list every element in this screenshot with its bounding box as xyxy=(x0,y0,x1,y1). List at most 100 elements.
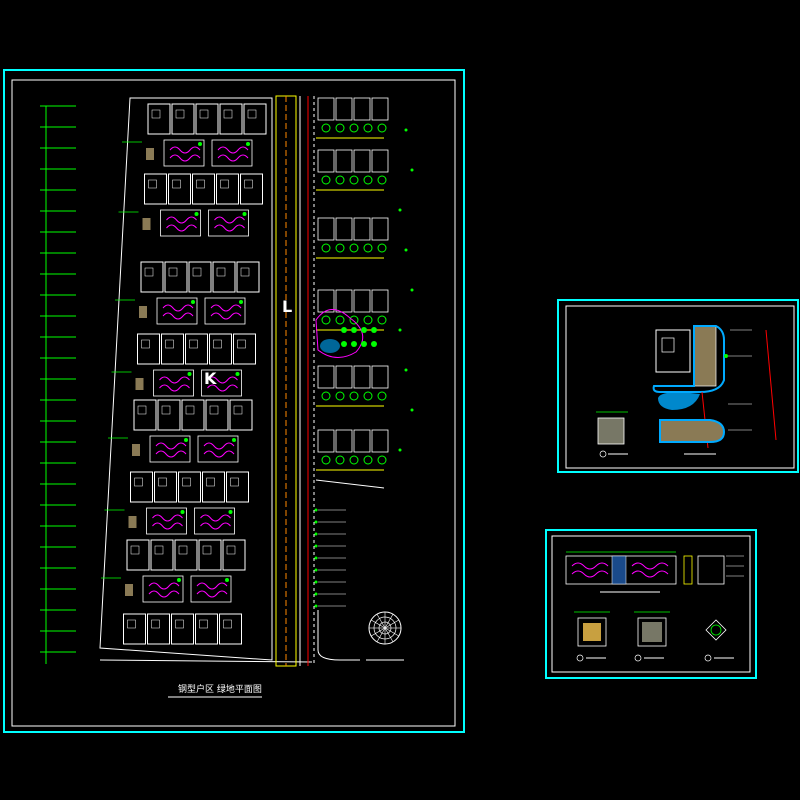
house-unit xyxy=(188,261,212,293)
house-unit xyxy=(233,333,256,365)
central-garden xyxy=(315,309,364,358)
detail-sheet-2-inner-frame xyxy=(551,535,751,673)
tree xyxy=(335,243,345,253)
garden-court xyxy=(190,575,232,603)
house-unit-east xyxy=(371,429,389,453)
garden-court xyxy=(201,369,242,397)
house-unit xyxy=(222,539,246,571)
house-unit-east xyxy=(335,365,353,389)
house-unit xyxy=(195,613,218,645)
house-unit xyxy=(130,471,153,503)
shrub xyxy=(371,341,377,347)
garden-court xyxy=(149,435,191,463)
house-unit xyxy=(140,261,164,293)
house-unit-east xyxy=(353,97,371,121)
garden-court xyxy=(211,139,253,167)
house-unit-east xyxy=(353,429,371,453)
tree xyxy=(349,175,359,185)
tree xyxy=(363,455,373,465)
garden-court xyxy=(194,507,235,535)
house-unit xyxy=(205,399,229,431)
tree xyxy=(321,315,331,325)
bottom-dimension-line xyxy=(99,659,313,663)
tree xyxy=(363,243,373,253)
tree xyxy=(349,243,359,253)
house-unit xyxy=(219,103,243,135)
marker-k: K xyxy=(204,369,217,388)
house-unit xyxy=(164,261,188,293)
entry-paving xyxy=(125,584,133,596)
tree xyxy=(377,315,387,325)
building-row xyxy=(115,261,260,325)
tree xyxy=(335,455,345,465)
detail-sheet-1 xyxy=(557,299,799,473)
house-unit xyxy=(192,173,215,205)
house-unit xyxy=(126,539,150,571)
entry-paving xyxy=(142,218,151,230)
building-row xyxy=(108,399,253,463)
tree xyxy=(349,123,359,133)
house-unit xyxy=(185,333,208,365)
house-unit-east xyxy=(335,289,353,313)
house-unit xyxy=(133,399,157,431)
house-unit-east xyxy=(335,217,353,241)
garden-court xyxy=(204,297,246,325)
tree xyxy=(321,175,331,185)
house-unit xyxy=(154,471,177,503)
house-unit xyxy=(236,261,260,293)
house-unit-east xyxy=(317,149,335,173)
house-unit xyxy=(178,471,201,503)
house-unit xyxy=(171,103,195,135)
garden-court xyxy=(146,507,187,535)
tree xyxy=(377,243,387,253)
house-unit-east xyxy=(335,149,353,173)
house-unit xyxy=(171,613,194,645)
house-unit xyxy=(198,539,222,571)
garden-court xyxy=(156,297,198,325)
garden-court xyxy=(142,575,184,603)
tree xyxy=(363,315,373,325)
garden-court xyxy=(163,139,205,167)
house-unit-east xyxy=(317,429,335,453)
detail-sheet-1-outer-frame xyxy=(557,299,799,473)
house-unit xyxy=(219,613,242,645)
main-sheet: K L 钢型户区 绿地平面图 xyxy=(3,69,465,733)
tree xyxy=(321,455,331,465)
tree xyxy=(377,391,387,401)
house-unit xyxy=(181,399,205,431)
entry-paving xyxy=(146,148,154,160)
house-unit-east xyxy=(317,365,335,389)
house-unit xyxy=(147,103,171,135)
site-boundary xyxy=(99,97,273,661)
house-unit xyxy=(157,399,181,431)
building-row xyxy=(104,471,249,535)
building-row xyxy=(101,539,246,603)
tree xyxy=(335,175,345,185)
garden-court xyxy=(160,209,201,237)
house-unit-east xyxy=(353,217,371,241)
tree xyxy=(349,315,359,325)
tree xyxy=(349,455,359,465)
shrub xyxy=(351,327,357,333)
house-unit-east xyxy=(317,217,335,241)
tree xyxy=(377,175,387,185)
building-row xyxy=(122,103,267,167)
shrub xyxy=(341,327,347,333)
main-sheet-outer-frame xyxy=(3,69,465,733)
house-unit-east xyxy=(371,289,389,313)
shrub xyxy=(371,327,377,333)
entry-paving xyxy=(128,516,137,528)
house-unit xyxy=(161,333,184,365)
house-unit-east xyxy=(317,97,335,121)
house-unit xyxy=(195,103,219,135)
garden-court xyxy=(208,209,249,237)
house-unit-east xyxy=(353,365,371,389)
house-unit-east xyxy=(371,365,389,389)
tree xyxy=(363,175,373,185)
detail-sheet-1-inner-frame xyxy=(565,305,795,469)
garden-court xyxy=(197,435,239,463)
tree xyxy=(321,243,331,253)
house-unit xyxy=(212,261,236,293)
entry-paving xyxy=(139,306,147,318)
house-unit-east xyxy=(335,97,353,121)
